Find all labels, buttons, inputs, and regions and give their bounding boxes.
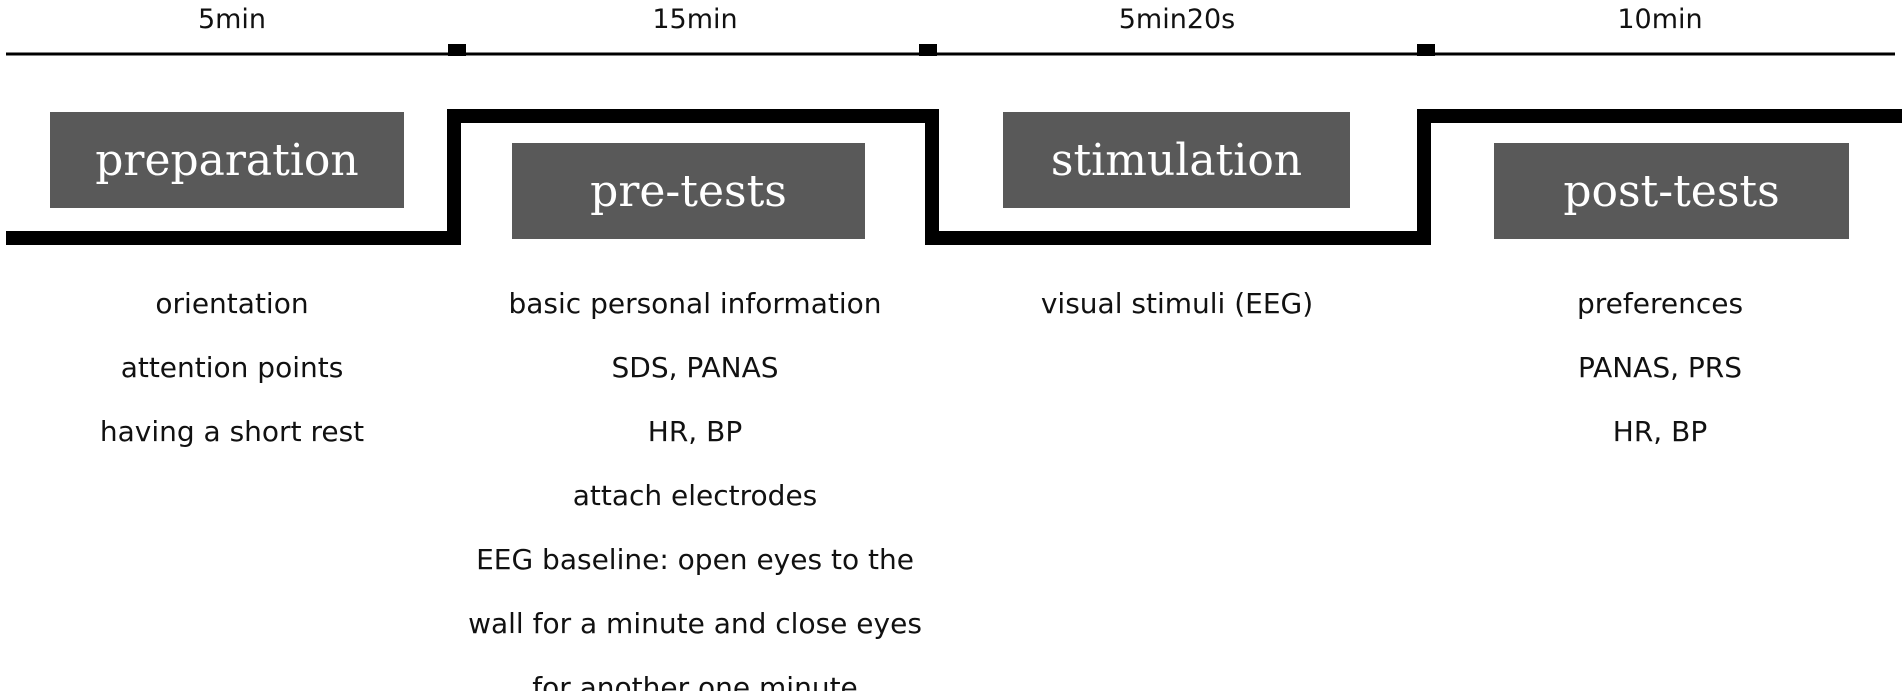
duration-post-tests: 10min xyxy=(1617,4,1703,35)
detail-line: basic personal information xyxy=(508,287,882,320)
phase-box-stimulation: stimulation xyxy=(1003,112,1350,208)
detail-line: attach electrodes xyxy=(572,479,818,512)
duration-pre-tests: 15min xyxy=(652,4,738,35)
detail-line: PANAS, PRS xyxy=(1577,351,1743,384)
detail-line: attention points xyxy=(120,351,344,384)
phase-box-post-tests: post-tests xyxy=(1494,143,1849,239)
duration-preparation: 5min xyxy=(197,4,267,35)
detail-line: for another one minute xyxy=(532,671,858,691)
detail-line: orientation xyxy=(155,287,309,320)
phase-box-pre-tests: pre-tests xyxy=(512,143,865,239)
detail-line: having a short rest xyxy=(99,415,365,448)
details-preparation: orientation attention points having a sh… xyxy=(100,272,364,464)
phase-step-line xyxy=(6,109,1902,245)
detail-line: HR, BP xyxy=(647,415,743,448)
details-pre-tests: basic personal information SDS, PANAS HR… xyxy=(468,272,922,691)
detail-line: visual stimuli (EEG) xyxy=(1040,287,1314,320)
detail-line: SDS, PANAS xyxy=(611,351,779,384)
detail-line: preferences xyxy=(1576,287,1744,320)
detail-line: wall for a minute and close eyes xyxy=(468,607,922,640)
details-post-tests: preferences PANAS, PRS HR, BP xyxy=(1577,272,1743,464)
timeline-tick xyxy=(448,44,466,56)
duration-stimulation: 5min20s xyxy=(1118,4,1236,35)
details-stimulation: visual stimuli (EEG) xyxy=(1041,272,1313,336)
timeline-tick xyxy=(919,44,937,56)
phase-box-preparation: preparation xyxy=(50,112,404,208)
timeline-tick xyxy=(1417,44,1435,56)
detail-line: EEG baseline: open eyes to the xyxy=(476,543,914,576)
detail-line: HR, BP xyxy=(1612,415,1708,448)
